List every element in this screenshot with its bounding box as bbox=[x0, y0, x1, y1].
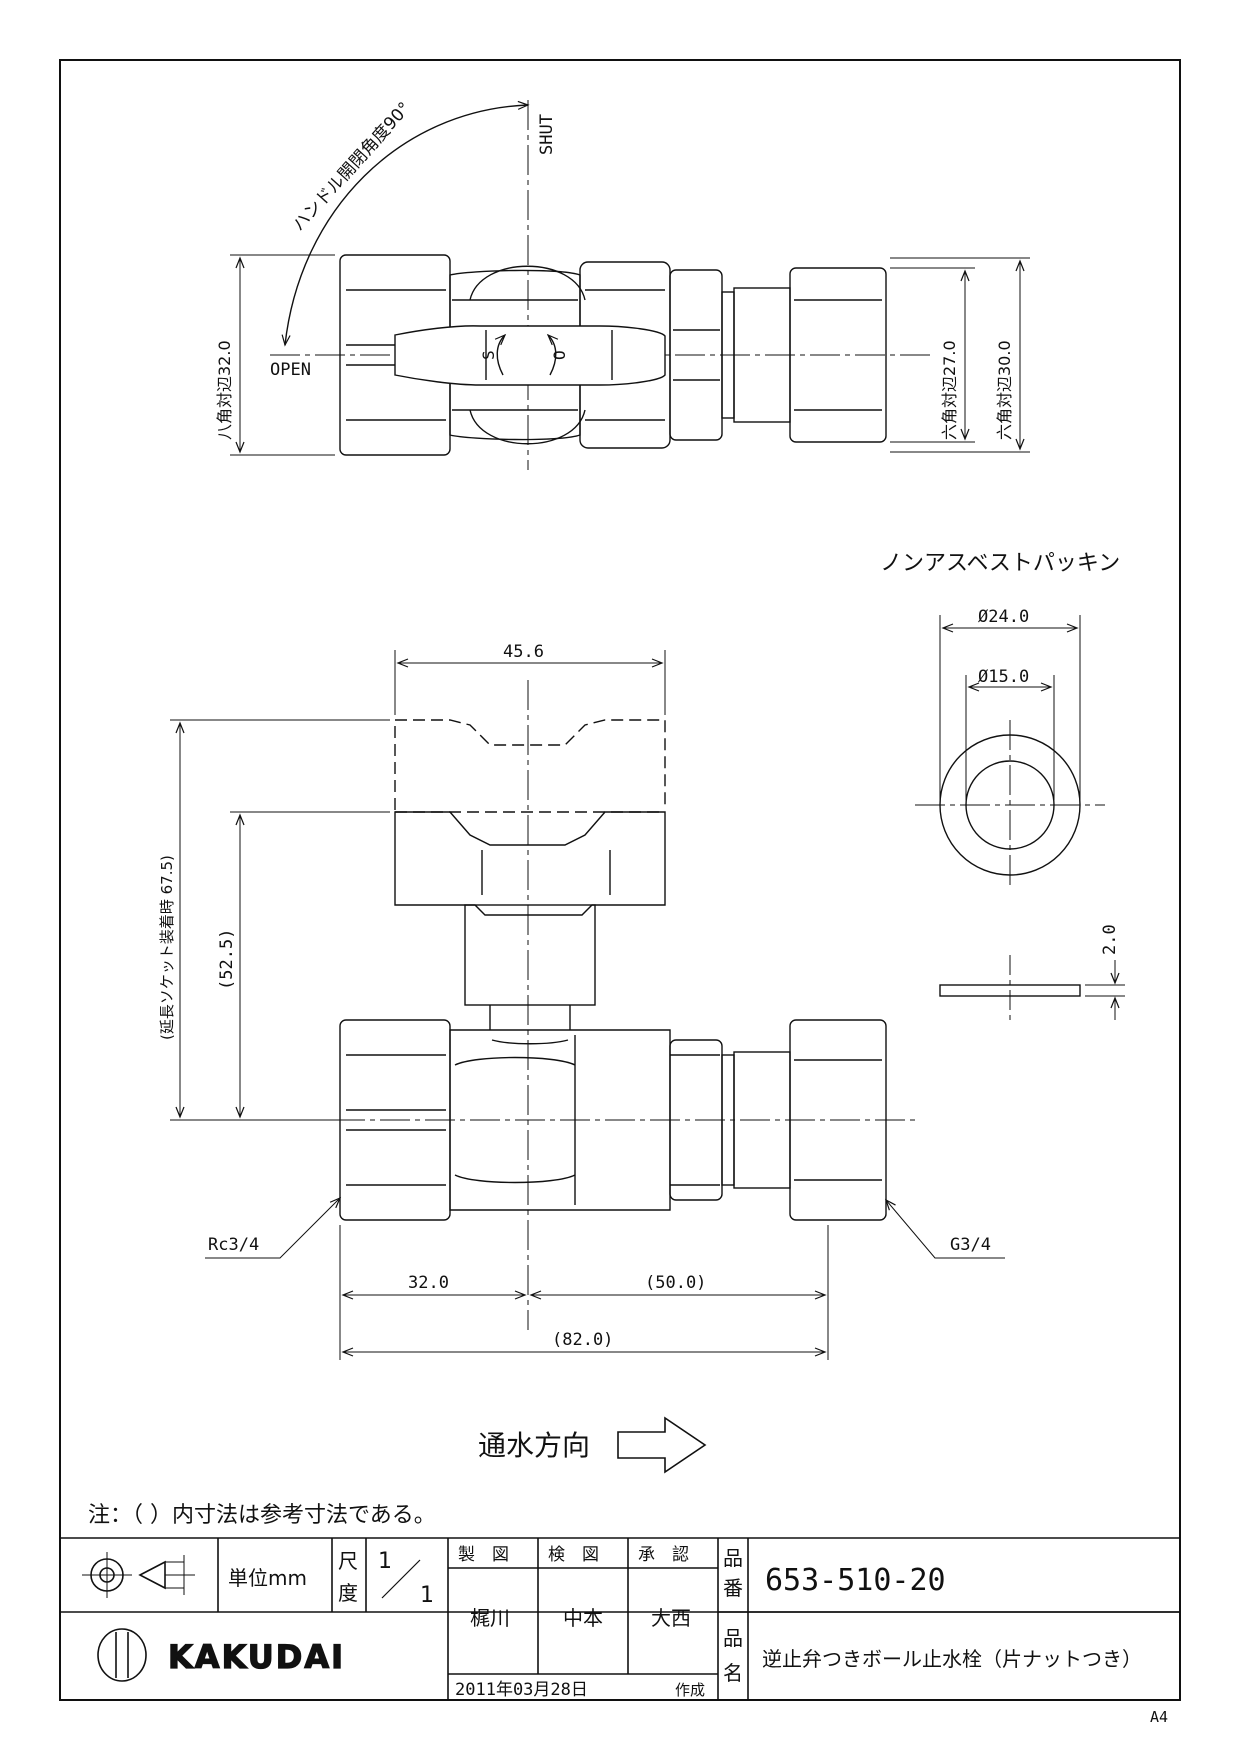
packing-outer-dia-label: Ø24.0 bbox=[978, 607, 1029, 627]
packing-detail bbox=[915, 615, 1125, 1025]
company-name: KAKUDAI bbox=[168, 1638, 345, 1676]
drawn-by-name: 梶川 bbox=[470, 1606, 510, 1630]
dim-total-label: (82.0) bbox=[552, 1330, 613, 1350]
reference-dimension-note: 注：（ ）内寸法は参考寸法である。 bbox=[88, 1503, 436, 1528]
top-view bbox=[230, 100, 1030, 470]
left-thread-label: Rc3/4 bbox=[208, 1235, 259, 1255]
title-block bbox=[60, 1537, 1180, 1701]
product-name-label-bottom: 名 bbox=[723, 1661, 743, 1685]
checked-by-name: 中本 bbox=[563, 1606, 603, 1630]
approved-by-header: 承 認 bbox=[638, 1545, 689, 1565]
shut-label: SHUT bbox=[537, 114, 557, 155]
packing-thickness-label: 2.0 bbox=[1100, 924, 1120, 955]
handle-angle-label: ハンドル開閉角度90° bbox=[289, 98, 415, 235]
dim-extended-label: (延長ソケット装着時 67.5) bbox=[158, 855, 176, 1040]
unit-label: 単位mm bbox=[228, 1566, 307, 1590]
drawn-by-header: 製 図 bbox=[458, 1545, 509, 1565]
scale-numerator: 1 bbox=[378, 1549, 392, 1574]
dim-width-label: 45.6 bbox=[503, 642, 544, 662]
drawing-date: 2011年03月28日 bbox=[455, 1680, 588, 1700]
open-label: OPEN bbox=[270, 360, 311, 380]
flow-direction-arrow-icon bbox=[617, 1416, 707, 1474]
product-name-label-top: 品 bbox=[723, 1626, 743, 1650]
hex27-across-flats-label: 六角対辺27.0 bbox=[940, 340, 959, 440]
right-thread-label: G3/4 bbox=[950, 1235, 991, 1255]
scale-label-top: 尺 bbox=[338, 1549, 358, 1573]
packing-title: ノンアスベストパッキン bbox=[880, 551, 1120, 576]
kakudai-logo-icon bbox=[97, 1628, 147, 1682]
part-number-label-bottom: 番 bbox=[723, 1576, 743, 1600]
scale-denominator: 1 bbox=[420, 1583, 434, 1608]
dim-height-label: (52.5) bbox=[217, 929, 237, 990]
scale-label-bottom: 度 bbox=[338, 1581, 358, 1605]
approved-by-name: 大西 bbox=[651, 1606, 691, 1630]
octagon-across-flats-label: 八角対辺32.0 bbox=[215, 340, 234, 440]
product-name: 逆止弁つきボール止水栓（片ナットつき） bbox=[762, 1647, 1142, 1671]
front-view bbox=[170, 650, 1005, 1360]
dim-right-label: (50.0) bbox=[645, 1273, 706, 1293]
part-number-label-top: 品 bbox=[723, 1546, 743, 1570]
paper-size-label: A4 bbox=[1150, 1708, 1168, 1726]
drawing-frame bbox=[59, 59, 1181, 1701]
flow-direction-label: 通水方向 bbox=[478, 1429, 590, 1462]
hex30-across-flats-label: 六角対辺30.0 bbox=[995, 340, 1014, 440]
part-number: 653-510-20 bbox=[765, 1563, 946, 1598]
checked-by-header: 検 図 bbox=[548, 1545, 599, 1565]
created-label: 作成 bbox=[675, 1681, 705, 1699]
dim-left-label: 32.0 bbox=[408, 1273, 449, 1293]
packing-inner-dia-label: Ø15.0 bbox=[978, 667, 1029, 687]
handle-open-mark: O bbox=[550, 350, 569, 360]
handle-shut-mark: S bbox=[479, 350, 498, 360]
